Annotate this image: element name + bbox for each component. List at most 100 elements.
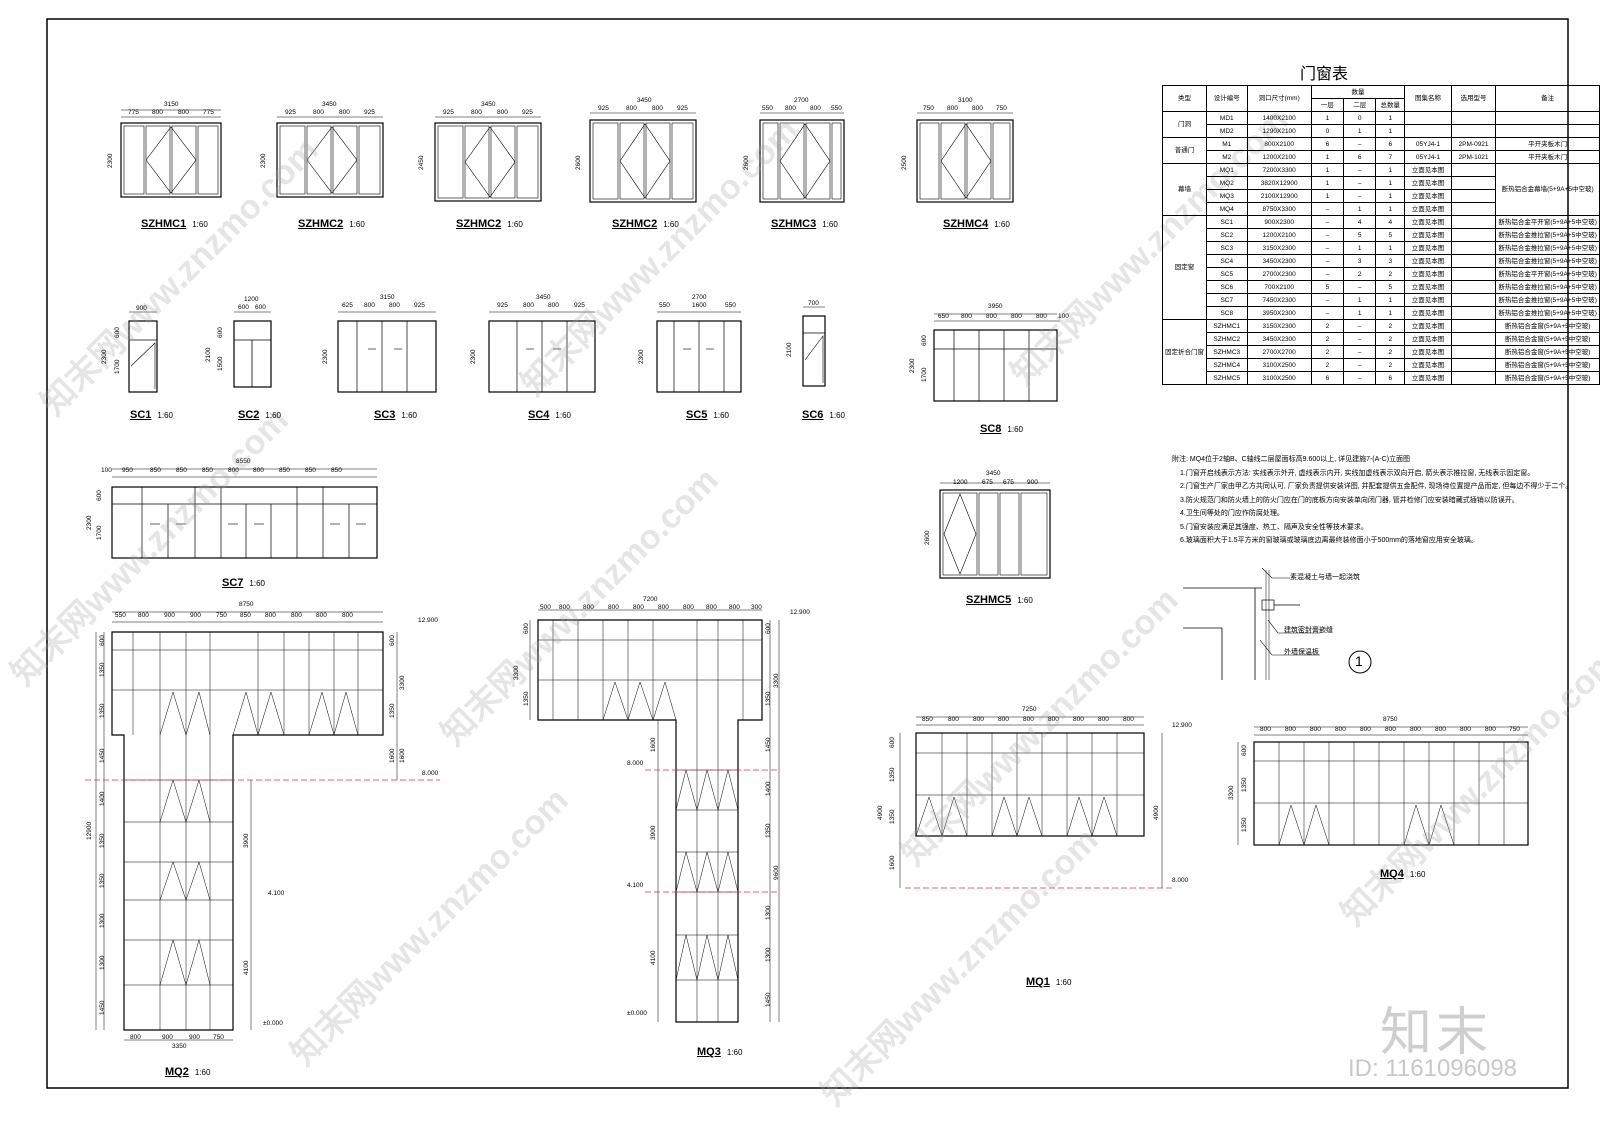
view-sc6 <box>802 306 826 387</box>
dim-height: 2300 <box>86 515 93 530</box>
th-floor1: 一层 <box>1310 98 1345 112</box>
cell-code: SC4 <box>1206 254 1248 268</box>
dim-part: 800 <box>1023 716 1034 723</box>
dim-part: 800 <box>729 604 740 611</box>
cell-f2: – <box>1343 319 1377 333</box>
cell-total: 1 <box>1375 176 1406 190</box>
dim-part: 1350 <box>99 662 106 677</box>
dim-part: 800 <box>313 109 324 116</box>
dim-height: 2100 <box>786 342 793 357</box>
dim-part: 900 <box>164 612 175 619</box>
dim-total: 4900 <box>1153 805 1160 820</box>
cell-atlas: 立面见本图 <box>1404 254 1452 268</box>
dim-part: 600 <box>523 623 530 634</box>
dim-part: 850 <box>202 467 213 474</box>
cell-atlas <box>1404 111 1452 125</box>
dim-part: 750 <box>213 1034 224 1041</box>
cell-size: 3100X2500 <box>1246 371 1312 385</box>
dim-part: 750 <box>216 612 227 619</box>
dim-total: 9600 <box>773 865 780 880</box>
cell-f2: 1 <box>1343 306 1377 320</box>
dim-part: 800 <box>608 604 619 611</box>
cell-model <box>1450 228 1497 242</box>
dim-total: 3150 <box>380 294 395 301</box>
dim-part: 100 <box>101 467 112 474</box>
cell-f1: 0 <box>1310 124 1345 138</box>
note-line: 6.玻璃面积大于1.5平方米的窗玻璃或玻璃底边离最终装修面小于500mm的落地窗… <box>1180 537 1478 544</box>
dim-part: 1350 <box>1241 817 1248 832</box>
dim-part: 600 <box>114 327 121 338</box>
cell-f2: 6 <box>1343 150 1377 164</box>
cell-remark: 断热铝合金幕墙(5+9A+5中空玻) <box>1495 163 1600 216</box>
dim-part: 800 <box>228 467 239 474</box>
cell-atlas: 立面见本图 <box>1404 358 1452 372</box>
cell-size: 3450X2300 <box>1246 332 1312 346</box>
dim-part: 675 <box>982 479 993 486</box>
dim-part: 1350 <box>99 703 106 718</box>
dim-part: 925 <box>522 109 533 116</box>
cell-model <box>1450 293 1497 307</box>
dim-part: 850 <box>150 467 161 474</box>
cell-type: 幕墙 <box>1162 163 1207 216</box>
dim-part: 1350 <box>889 767 896 782</box>
cell-remark: 断热铝合金窗(5+9A+5中空玻) <box>1495 332 1600 346</box>
dim-part: 1450 <box>765 992 772 1007</box>
dim-height: 2300 <box>909 358 916 373</box>
cell-model: 2PM-1021 <box>1450 150 1497 164</box>
cell-atlas: 立面见本图 <box>1404 163 1452 177</box>
th-atlas: 图集名称 <box>1404 85 1452 112</box>
view-sc4 <box>488 311 596 393</box>
dim-part: 800 <box>658 604 669 611</box>
dim-part: 1350 <box>99 833 106 848</box>
cell-code: MQ4 <box>1206 202 1248 216</box>
cell-code: SC5 <box>1206 267 1248 281</box>
cell-atlas: 立面见本图 <box>1404 176 1452 190</box>
note-line: 附注: MQ4位于2轴B、C轴线二层屋面标高9.600以上, 详见建施7-(A-… <box>1172 456 1411 463</box>
view-mq3 <box>529 609 780 1023</box>
dim-part: 800 <box>998 716 1009 723</box>
dim-part: 600 <box>96 490 103 501</box>
cell-f1: 1 <box>1310 189 1345 203</box>
dim-part: 1350 <box>389 703 396 718</box>
cell-f2: – <box>1343 345 1377 359</box>
dim-total: 3300 <box>1228 785 1235 800</box>
dim-part: 1600 <box>889 855 896 870</box>
dim-part: 800 <box>1098 716 1109 723</box>
th-floor2: 二层 <box>1343 98 1377 112</box>
cell-f2: 4 <box>1343 215 1377 229</box>
dim-part: 1600 <box>692 302 707 309</box>
dim-part: 800 <box>683 604 694 611</box>
dim-part: 900 <box>189 1034 200 1041</box>
cell-model <box>1450 358 1497 372</box>
dim-part: 800 <box>253 467 264 474</box>
dim-part: 1700 <box>114 359 121 374</box>
cell-f2: 2 <box>1343 267 1377 281</box>
dim-height: 2300 <box>638 349 645 364</box>
dim-part: 500 <box>540 604 551 611</box>
dim-total: 3350 <box>172 1043 187 1050</box>
dim-part: 800 <box>1123 716 1134 723</box>
cell-model <box>1450 241 1497 255</box>
dim-part: 800 <box>523 302 534 309</box>
cell-f1: 1 <box>1310 176 1345 190</box>
cell-remark: 断热铝合金窗(5+9A+5中空玻) <box>1495 319 1600 333</box>
cell-total: 5 <box>1375 228 1406 242</box>
dim-total: 3150 <box>164 101 179 108</box>
cell-f2: 3 <box>1343 254 1377 268</box>
dim-part: 925 <box>677 105 688 112</box>
dim-part: 600 <box>1241 745 1248 756</box>
dim-part: 800 <box>1011 313 1022 320</box>
cell-model <box>1450 371 1497 385</box>
cell-code: SC6 <box>1206 280 1248 294</box>
cell-f1: – <box>1310 254 1345 268</box>
dim-part: 800 <box>559 604 570 611</box>
cell-f1: 1 <box>1310 111 1345 125</box>
